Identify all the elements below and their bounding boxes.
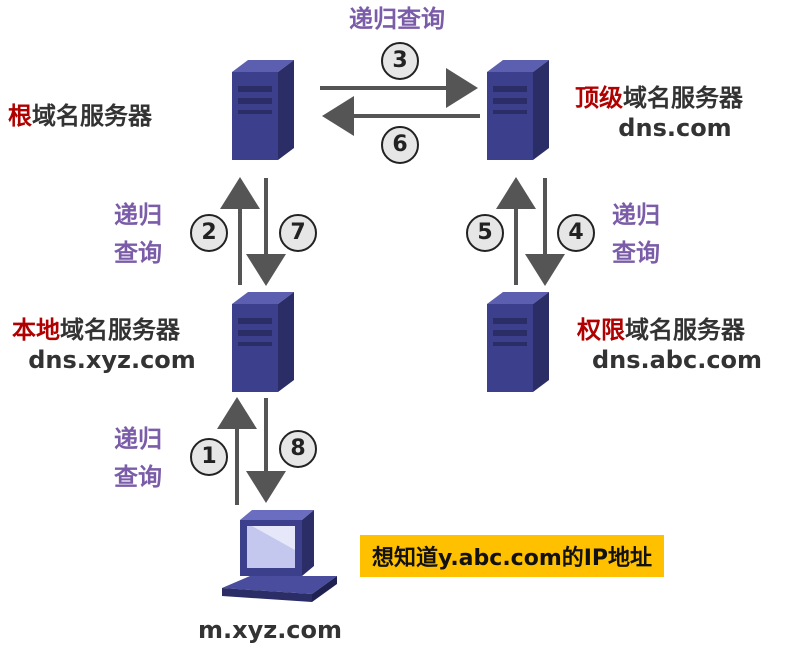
- tld-server-rest: 域名服务器: [623, 84, 743, 112]
- query-label-top: 递归查询: [349, 5, 445, 33]
- root-server-label: 根域名服务器: [8, 96, 152, 131]
- step-3-badge: 3: [381, 42, 419, 80]
- tld-server-label: 顶级域名服务器: [575, 78, 743, 113]
- query-label-tld-auth-line2: 查询: [612, 239, 660, 267]
- root-server-rest: 域名服务器: [32, 102, 152, 130]
- query-label-tld-auth-line1: 递归: [612, 201, 660, 229]
- client-computer-icon: [222, 510, 337, 602]
- step-5-badge: 5: [466, 214, 504, 252]
- auth-server-highlight: 权限: [577, 316, 625, 344]
- auth-server-label: 权限域名服务器: [577, 310, 745, 345]
- query-label-local-client-line1: 递归: [114, 425, 162, 453]
- auth-server-host: dns.abc.com: [591, 346, 763, 374]
- step-1-badge: 1: [190, 438, 228, 476]
- local-server-label: 本地域名服务器: [12, 310, 180, 345]
- step-7-badge: 7: [279, 214, 317, 252]
- step-8-badge: 8: [279, 430, 317, 468]
- tld-server-host: dns.com: [618, 114, 732, 142]
- query-label-local-client-line2: 查询: [114, 463, 162, 491]
- query-label-tld-auth: 递归 查询: [606, 196, 666, 272]
- local-server-highlight: 本地: [12, 316, 60, 344]
- local-server-host: dns.xyz.com: [28, 346, 196, 374]
- query-label-root-local: 递归 查询: [108, 196, 168, 272]
- query-label-root-local-line2: 查询: [114, 239, 162, 267]
- tld-server-highlight: 顶级: [575, 84, 623, 112]
- auth-server-icon: [487, 292, 549, 392]
- query-label-local-client: 递归 查询: [108, 420, 168, 496]
- query-label-root-local-line1: 递归: [114, 201, 162, 229]
- client-host: m.xyz.com: [197, 616, 343, 644]
- step-2-badge: 2: [190, 214, 228, 252]
- tld-server-icon: [487, 60, 549, 160]
- query-goal-note: 想知道y.abc.com的IP地址: [360, 535, 665, 577]
- step-4-badge: 4: [557, 214, 595, 252]
- auth-server-rest: 域名服务器: [625, 316, 745, 344]
- root-server-icon: [232, 60, 294, 160]
- local-server-icon: [232, 292, 294, 392]
- root-server-highlight: 根: [8, 102, 32, 130]
- step-6-badge: 6: [381, 126, 419, 164]
- local-server-rest: 域名服务器: [60, 316, 180, 344]
